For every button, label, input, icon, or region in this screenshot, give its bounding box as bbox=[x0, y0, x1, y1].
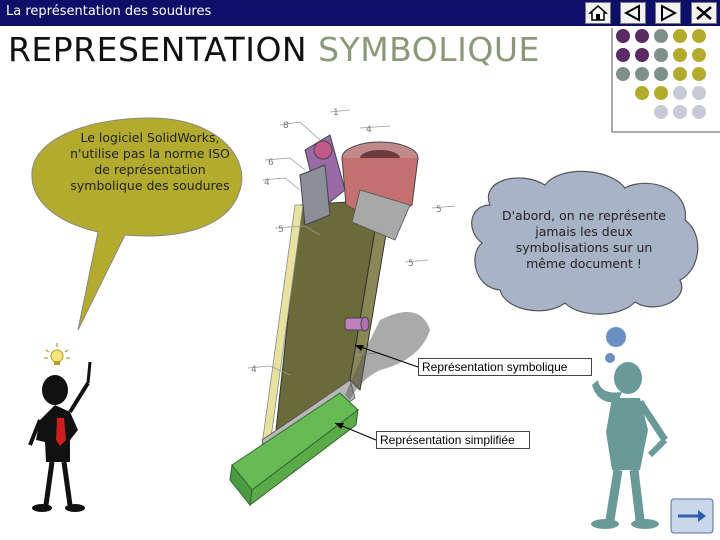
arrow-right-icon bbox=[670, 498, 714, 534]
next-page-button[interactable] bbox=[670, 498, 714, 534]
